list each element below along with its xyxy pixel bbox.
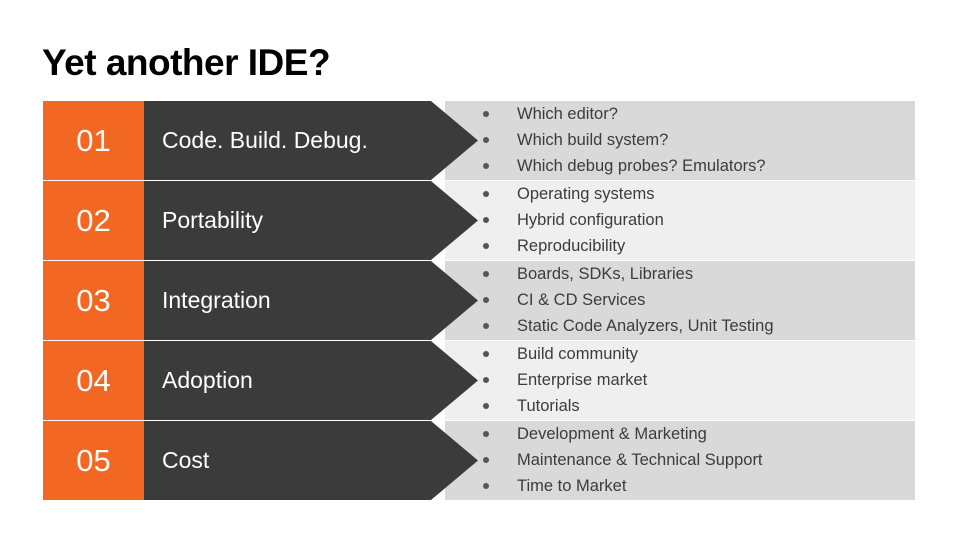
- bullet-dot-icon: [483, 323, 489, 329]
- bullet-item: Hybrid configuration: [483, 209, 664, 235]
- arrow-shape: [144, 261, 478, 340]
- topic-row-04: 04 Adoption Build community Enterprise m…: [43, 341, 915, 420]
- row-label: Portability: [162, 207, 263, 233]
- bullet-dot-icon: [483, 191, 489, 197]
- bullet-item: Development & Marketing: [483, 423, 763, 449]
- bullet-dot-icon: [483, 483, 489, 489]
- bullet-item: Static Code Analyzers, Unit Testing: [483, 315, 774, 341]
- topic-row-02: 02 Portability Operating systems Hybrid …: [43, 181, 915, 260]
- bullet-dot-icon: [483, 271, 489, 277]
- bullet-list: Build community Enterprise market Tutori…: [483, 343, 647, 421]
- bullets-band: [445, 421, 915, 500]
- arrow-shape: [144, 181, 478, 260]
- bullet-list: Operating systems Hybrid configuration R…: [483, 183, 664, 261]
- arrow-shape: [144, 341, 478, 420]
- arrow-shape: [144, 101, 478, 180]
- bullet-item: Build community: [483, 343, 647, 369]
- bullet-item: Maintenance & Technical Support: [483, 449, 763, 475]
- bullet-list: Development & Marketing Maintenance & Te…: [483, 423, 763, 501]
- bullet-item: Time to Market: [483, 475, 763, 501]
- bullet-item: Reproducibility: [483, 235, 664, 261]
- bullet-dot-icon: [483, 431, 489, 437]
- bullets-band: [445, 101, 915, 180]
- bullet-dot-icon: [483, 377, 489, 383]
- bullets-band: [445, 261, 915, 340]
- slide-title: Yet another IDE?: [42, 42, 331, 83]
- arrow-shape: [144, 421, 478, 500]
- bullet-dot-icon: [483, 163, 489, 169]
- row-number: 05: [43, 421, 144, 500]
- topic-row-05: 05 Cost Development & Marketing Maintena…: [43, 421, 915, 500]
- row-label: Cost: [162, 447, 210, 473]
- bullet-item: Tutorials: [483, 395, 647, 421]
- bullet-item: Enterprise market: [483, 369, 647, 395]
- bullet-item: Operating systems: [483, 183, 664, 209]
- bullet-list: Which editor? Which build system? Which …: [483, 103, 766, 181]
- bullet-list: Boards, SDKs, Libraries CI & CD Services…: [483, 263, 774, 341]
- bullet-item: Which debug probes? Emulators?: [483, 155, 766, 181]
- row-label: Code. Build. Debug.: [162, 127, 368, 153]
- bullet-dot-icon: [483, 351, 489, 357]
- row-label: Adoption: [162, 367, 253, 393]
- bullet-dot-icon: [483, 111, 489, 117]
- topic-row-01: 01 Code. Build. Debug. Which editor? Whi…: [43, 101, 915, 180]
- bullet-item: Which build system?: [483, 129, 766, 155]
- row-number: 02: [43, 181, 144, 260]
- bullet-dot-icon: [483, 297, 489, 303]
- row-label: Integration: [162, 287, 271, 313]
- bullet-dot-icon: [483, 217, 489, 223]
- bullet-dot-icon: [483, 403, 489, 409]
- row-number: 03: [43, 261, 144, 340]
- bullet-dot-icon: [483, 243, 489, 249]
- bullet-item: Which editor?: [483, 103, 766, 129]
- bullet-item: CI & CD Services: [483, 289, 774, 315]
- topic-rows: 01 Code. Build. Debug. Which editor? Whi…: [43, 101, 915, 501]
- topic-row-03: 03 Integration Boards, SDKs, Libraries C…: [43, 261, 915, 340]
- row-number: 04: [43, 341, 144, 420]
- bullets-band: [445, 341, 915, 420]
- bullets-band: [445, 181, 915, 260]
- bullet-dot-icon: [483, 457, 489, 463]
- row-number: 01: [43, 101, 144, 180]
- bullet-item: Boards, SDKs, Libraries: [483, 263, 774, 289]
- bullet-dot-icon: [483, 137, 489, 143]
